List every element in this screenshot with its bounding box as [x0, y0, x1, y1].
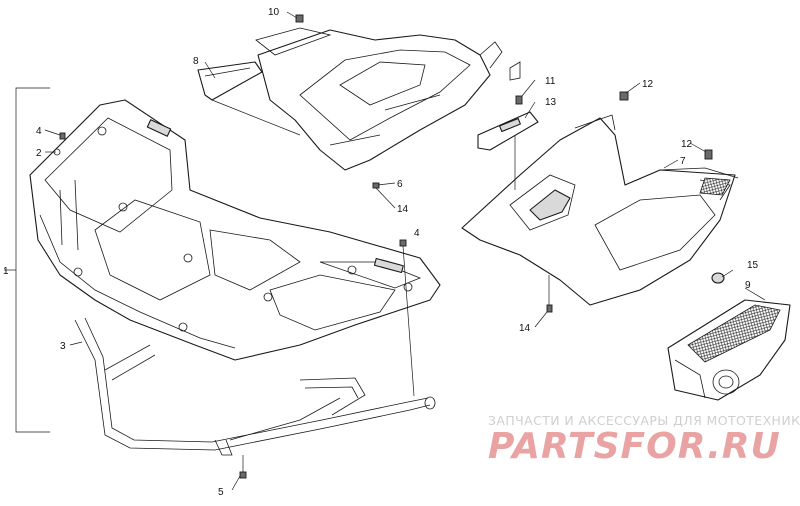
- fastener-14a: [372, 182, 380, 189]
- rack-support-tube: [74, 317, 436, 456]
- fastener-12a: [619, 91, 629, 101]
- callout-15: 15: [747, 260, 759, 271]
- leader-lines: [44, 11, 766, 491]
- badge-13: [477, 111, 539, 151]
- callout-1: 1: [3, 266, 9, 277]
- fastener-4b: [399, 239, 415, 397]
- callout-12b: 12: [681, 139, 693, 150]
- callout-12a: 12: [642, 79, 654, 90]
- callout-10: 10: [268, 7, 280, 18]
- fastener-10: [295, 14, 304, 23]
- callout-9: 9: [745, 280, 751, 291]
- callout-11: 11: [545, 76, 556, 87]
- callout-5: 5: [218, 487, 224, 498]
- assembly-bracket: [4, 87, 50, 433]
- front-fascia-lower: [461, 114, 739, 306]
- fastener-11: [509, 61, 523, 105]
- callout-14a: 14: [397, 204, 409, 215]
- callout-3: 3: [60, 341, 66, 352]
- front-rack: [29, 99, 441, 361]
- callout-2: 2: [36, 148, 42, 159]
- callout-4b: 4: [414, 228, 420, 239]
- fastener-12b: [704, 149, 713, 160]
- watermark-logo: PARTSFOR.RU: [488, 426, 781, 467]
- callout-8: 8: [193, 56, 199, 67]
- fastener-4a: [59, 132, 66, 140]
- callout-7: 7: [680, 156, 686, 167]
- fastener-14b: [546, 275, 553, 313]
- fastener-5: [239, 455, 247, 479]
- grommet-15: [711, 272, 725, 284]
- grille-panel: [667, 299, 791, 401]
- callout-13: 13: [545, 97, 557, 108]
- callout-4a: 4: [36, 126, 42, 137]
- callout-6: 6: [397, 179, 403, 190]
- watermark-tagline: ЗАПЧАСТИ И АКСЕССУАРЫ ДЛЯ МОТОТЕХНИКИ: [488, 413, 800, 428]
- front-fascia-upper: [257, 29, 503, 171]
- bracket-8: [197, 27, 332, 136]
- callout-14b: 14: [519, 323, 531, 334]
- callout-labels: 1 2 3 4 4 5 6 7 8 9 10 11 12 12 13 14 14…: [3, 7, 759, 498]
